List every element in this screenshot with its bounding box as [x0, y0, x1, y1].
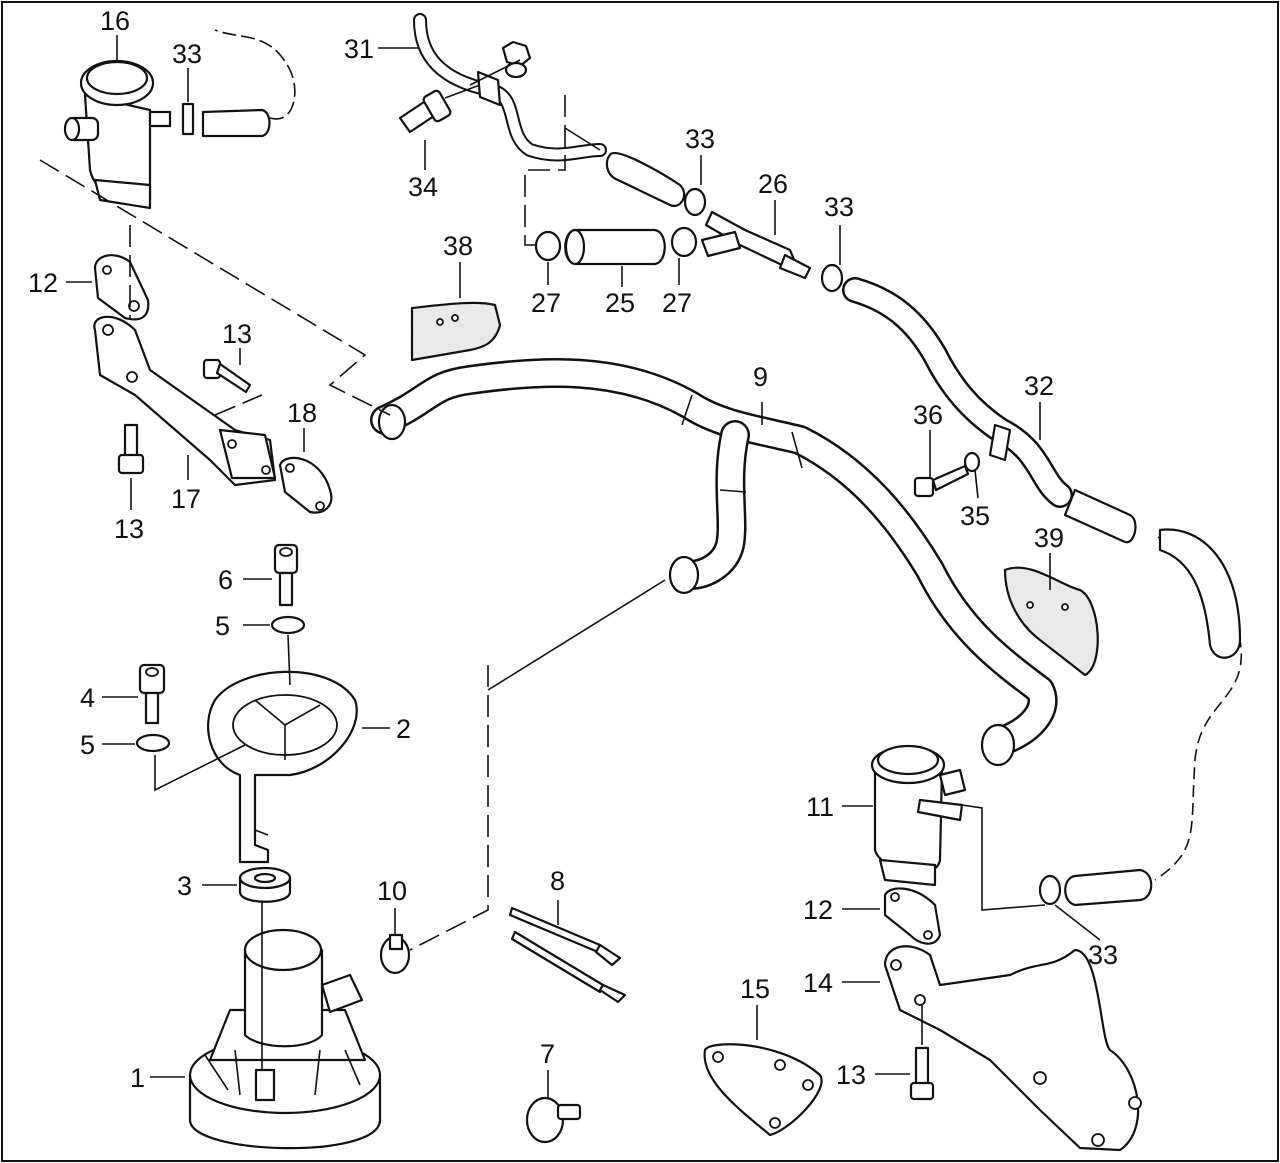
hose-clamp-10 — [379, 933, 411, 975]
callout-39: 39 — [1034, 523, 1064, 553]
gasket-12-right — [883, 887, 942, 945]
callout-9: 9 — [753, 362, 768, 392]
vacuum-hose-small — [181, 29, 296, 138]
gasket-15 — [703, 1043, 823, 1137]
callout-11: 11 — [806, 792, 834, 822]
connecting-pipe-17 — [93, 315, 277, 487]
hose-end-left — [377, 403, 407, 441]
combination-valve-11 — [870, 744, 967, 887]
hose-end-right — [980, 723, 1016, 767]
dash-upper-left — [524, 95, 566, 246]
callout-3: 3 — [177, 871, 192, 901]
dash-valve-to-hose — [39, 159, 391, 416]
callout-36: 36 — [913, 400, 943, 430]
nut-31 — [501, 40, 532, 68]
connecting-pipe-14 — [883, 945, 1142, 1152]
screw-13-lower — [117, 423, 145, 475]
callout-4: 4 — [80, 683, 95, 713]
callout-16: 16 — [100, 6, 130, 36]
callout-8: 8 — [550, 866, 565, 896]
hose-clamp-33-mid — [820, 263, 844, 293]
dash-hose-to-pump — [409, 665, 489, 951]
callout-7: 7 — [540, 1039, 555, 1069]
callout-27-a: 27 — [531, 288, 561, 318]
callout-15: 15 — [740, 974, 770, 1004]
washer-5-upper — [270, 615, 306, 635]
callout-12-a: 12 — [28, 268, 58, 298]
callout-35: 35 — [960, 501, 990, 531]
screw-13-right — [909, 1005, 935, 1101]
callout-33-c: 33 — [824, 192, 854, 222]
hose-clamp-27-left — [534, 230, 562, 262]
callout-10: 10 — [377, 876, 407, 906]
pipe-32 — [842, 277, 1137, 544]
hose-end-lower — [668, 555, 700, 595]
callout-12-b: 12 — [803, 895, 833, 925]
callout-26: 26 — [758, 169, 788, 199]
callout-13-a: 13 — [222, 319, 252, 349]
bolt-4 — [138, 663, 166, 725]
callout-33-a: 33 — [172, 39, 202, 69]
air-pump-1 — [188, 880, 382, 1150]
callout-13-b: 13 — [114, 514, 144, 544]
hose-upper-33 — [605, 152, 686, 208]
callout-1: 1 — [130, 1063, 145, 1093]
callout-13-c: 13 — [836, 1060, 866, 1090]
callout-38: 38 — [443, 231, 473, 261]
pipe-31 — [413, 13, 607, 162]
heat-shield-39 — [1003, 566, 1099, 677]
callout-31: 31 — [344, 34, 374, 64]
callout-2: 2 — [396, 714, 411, 744]
bracket-2 — [207, 670, 358, 864]
hose-33-lower — [1038, 868, 1153, 907]
callout-33-d: 33 — [1088, 940, 1118, 970]
bolt-36 — [913, 464, 970, 498]
callout-34: 34 — [408, 172, 438, 202]
callout-33-b: 33 — [685, 124, 715, 154]
gasket-18 — [278, 456, 333, 514]
callout-32: 32 — [1024, 371, 1054, 401]
bolt-6 — [273, 543, 299, 607]
hose-clamp-27-right — [670, 226, 698, 258]
callout-6: 6 — [218, 565, 233, 595]
callout-25: 25 — [605, 288, 635, 318]
washer-5-lower — [135, 733, 171, 753]
hose-clamp-33-upper — [683, 187, 707, 217]
callout-27-b: 27 — [662, 288, 692, 318]
gasket-12-left — [93, 254, 150, 321]
cable-ties-8 — [508, 906, 627, 1004]
hose-clamp-7 — [525, 1096, 582, 1144]
fitting-34 — [398, 84, 481, 134]
callout-5-a: 5 — [215, 611, 230, 641]
hose-dashed-right — [1154, 532, 1243, 881]
screw-13-upper — [202, 358, 252, 394]
hose-25 — [564, 228, 666, 266]
heat-shield-38 — [410, 301, 502, 362]
washer-35 — [963, 451, 981, 473]
callout-14: 14 — [803, 968, 833, 998]
combination-valve-16 — [63, 59, 172, 210]
main-hose-9 — [370, 357, 1058, 767]
callout-labels: 16 33 12 13 18 17 13 6 5 4 5 2 3 10 8 7 … — [28, 6, 1118, 1093]
callout-17: 17 — [171, 484, 201, 514]
callout-18: 18 — [287, 398, 317, 428]
callout-leaders — [66, 35, 1101, 1098]
t-piece-26 — [700, 210, 812, 280]
callout-5-b: 5 — [80, 730, 95, 760]
rubber-mount-3 — [238, 866, 292, 903]
